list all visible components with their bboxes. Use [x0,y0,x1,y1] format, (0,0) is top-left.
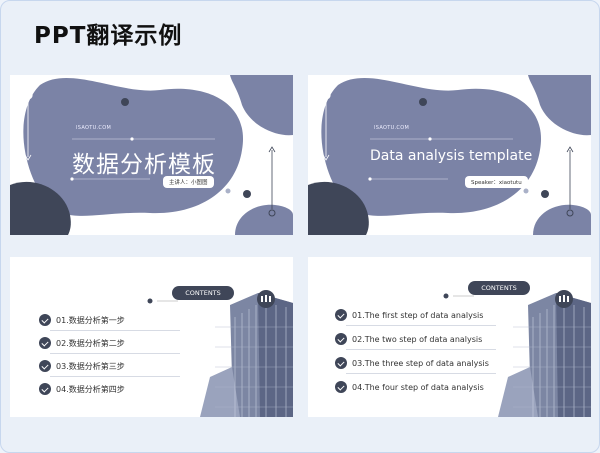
check-circle-icon [335,309,347,321]
building-photo [443,290,591,417]
toc-item-2[interactable]: 02.数据分析第二步 [39,337,125,349]
divider [50,353,180,354]
slide-brand-text: ISAOTU.COM [76,125,112,131]
toc-item-label: 02.数据分析第二步 [56,338,125,348]
toc-item-label: 03.The three step of data analysis [352,358,489,368]
toc-item-3[interactable]: 03.数据分析第三步 [39,360,125,372]
toc-item-label: 02.The two step of data analysis [352,334,483,344]
toc-item-label: 04.数据分析第四步 [56,384,125,394]
check-circle-icon [39,314,51,326]
toc-item-2[interactable]: 02.The two step of data analysis [335,333,482,345]
check-circle-icon [39,383,51,395]
toc-item-1[interactable]: 01.The first step of data analysis [335,309,483,321]
slide-title: Data analysis template [370,148,533,164]
slide-title: 数据分析模板 [72,152,216,178]
slide-brand-text: ISAOTU.COM [374,125,410,131]
divider [346,349,496,350]
contents-label: CONTENTS [468,281,530,295]
divider [346,325,496,326]
check-circle-icon [39,337,51,349]
slide-thumbnail-cn-title[interactable]: ISAOTU.COM 数据分析模板 主讲人：小图图 [10,75,293,235]
slide-thumbnail-en-contents[interactable]: CONTENTS 01.The first step of data analy… [308,257,591,417]
check-circle-icon [39,360,51,372]
speaker-label: Speaker：xiaotutu [465,176,528,188]
building-photo [147,290,293,417]
toc-item-label: 01.The first step of data analysis [352,310,484,320]
toc-item-1[interactable]: 01.数据分析第一步 [39,314,125,326]
toc-item-3[interactable]: 03.The three step of data analysis [335,357,489,369]
check-circle-icon [335,357,347,369]
toc-item-label: 03.数据分析第三步 [56,361,125,371]
check-circle-icon [335,333,347,345]
page-title: PPT翻译示例 [34,23,183,49]
toc-item-label: 01.数据分析第一步 [56,315,125,325]
toc-item-label: 04.The four step of data analysis [352,382,484,392]
divider [50,330,180,331]
contents-label: CONTENTS [172,286,234,300]
toc-item-4[interactable]: 04.The four step of data analysis [335,381,484,393]
divider [346,373,496,374]
slide-thumbnail-cn-contents[interactable]: CONTENTS 01.数据分析第一步 02.数据分析第二步 03.数据分析第三… [10,257,293,417]
slide-thumbnail-en-title[interactable]: ISAOTU.COM Data analysis template Speake… [308,75,591,235]
speaker-label: 主讲人：小图图 [163,176,214,188]
check-circle-icon [335,381,347,393]
divider [50,376,180,377]
toc-item-4[interactable]: 04.数据分析第四步 [39,383,125,395]
